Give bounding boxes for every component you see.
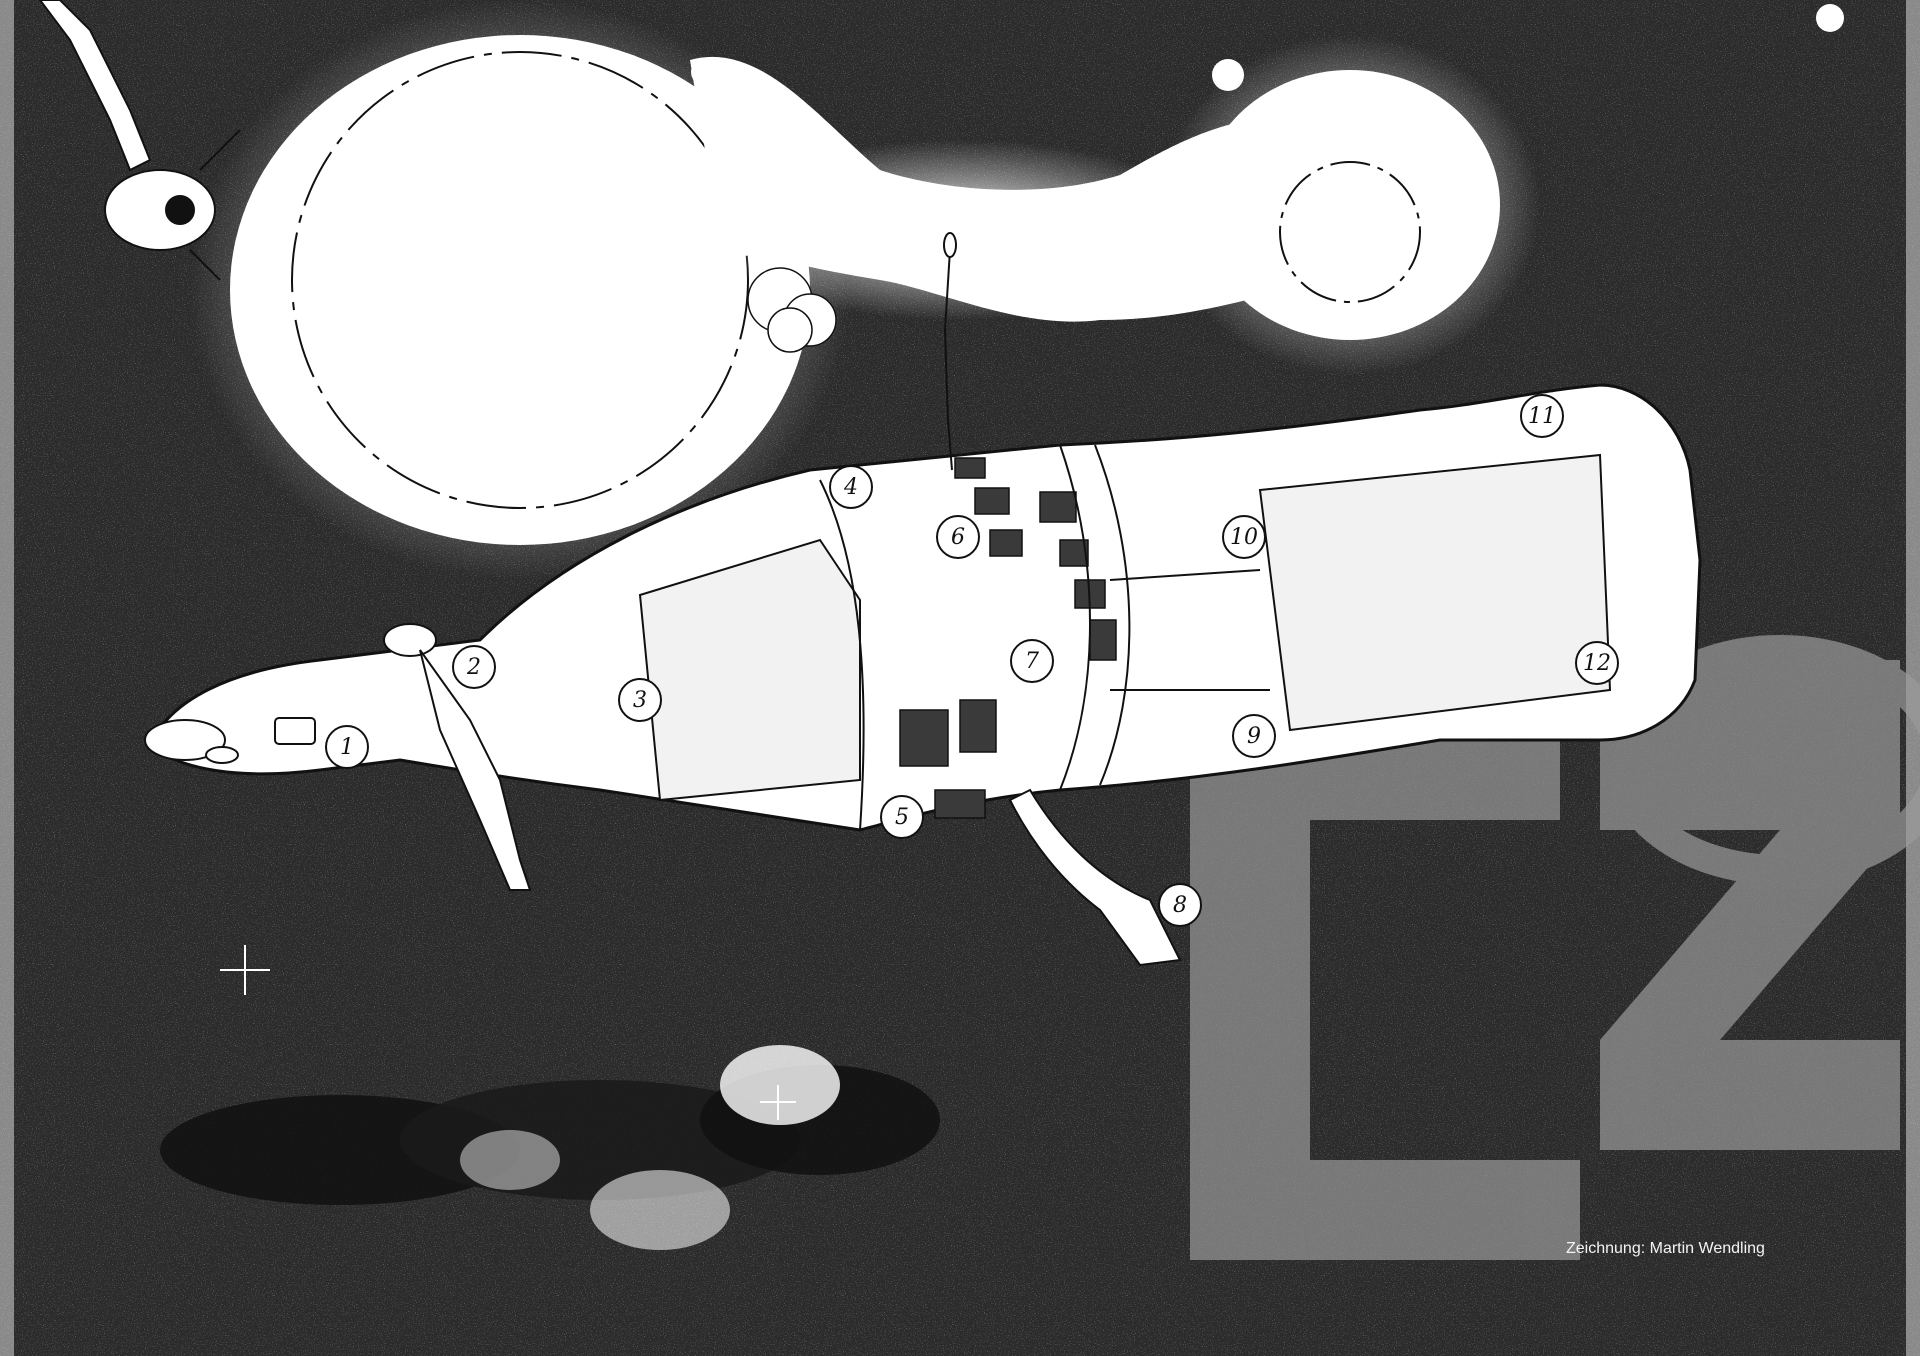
hull-seams [819,444,1270,831]
watermark-logo [1190,635,1920,1260]
callout-label: 5 [895,805,909,830]
callout-marker-6: 6 [936,515,980,559]
callout-marker-4: 4 [829,465,873,509]
callout-marker-2: 2 [452,645,496,689]
tether-line [943,249,953,471]
callout-label: 12 [1583,651,1611,676]
callout-circle [1158,883,1202,927]
callout-label: 7 [1025,649,1039,674]
callout-label: 1 [340,735,354,760]
cabin-cutaway-front [638,538,861,802]
left-edge-noise [0,0,14,1356]
callout-circle [618,678,662,722]
cabin-cutaway-rear [1258,453,1612,732]
callout-label: 9 [1247,724,1261,749]
callout-marker-8: 8 [1158,883,1202,927]
callout-marker-12: 12 [1575,641,1619,685]
tether-hook [943,232,957,258]
callout-marker-11: 11 [1520,394,1564,438]
callout-label: 3 [633,688,647,713]
callout-marker-5: 5 [880,795,924,839]
callout-label: 4 [843,475,858,500]
callout-label: 11 [1528,404,1556,429]
callout-marker-9: 9 [1232,714,1276,758]
cloud-puff [747,267,837,353]
callout-circle [1010,639,1054,683]
callout-circle [325,725,369,769]
callout-label: 6 [951,525,965,550]
callout-marker-1: 1 [325,725,369,769]
callout-marker-7: 7 [1010,639,1054,683]
docking-arm [1008,788,1182,967]
callout-circle [1520,394,1564,438]
spaceship [144,232,1702,967]
moon-dot [691,58,719,86]
callout-circle [936,515,980,559]
callout-circle [1575,641,1619,685]
callout-circle [452,645,496,689]
nose-cone [144,719,226,761]
sparkle-star [220,945,796,1120]
hull-panels [899,457,1117,819]
callout-label: 10 [1230,525,1258,550]
nose-vent [205,746,239,764]
right-edge-noise [1906,0,1920,1356]
callout-marker-10: 10 [1222,515,1266,559]
callout-label: 2 [466,655,481,680]
probe-vehicle [38,0,241,281]
moon-dot [1816,4,1844,32]
callout-circle [880,795,924,839]
illustration-credit: Zeichnung: Martin Wendling [1566,1240,1765,1257]
callout-label: 8 [1173,893,1187,918]
callout-marker-3: 3 [618,678,662,722]
small-star-outline [1279,161,1421,303]
stream-glow [700,140,1220,320]
callout-circle [1222,515,1266,559]
cockpit-window [274,717,316,745]
callout-circle [1232,714,1276,758]
large-star-glow [190,0,850,580]
moon-dot [1212,59,1244,91]
small-star-glow [1160,35,1540,375]
galaxy-band [160,1045,940,1250]
astronaut-figure [383,623,532,891]
callout-circle [829,465,873,509]
